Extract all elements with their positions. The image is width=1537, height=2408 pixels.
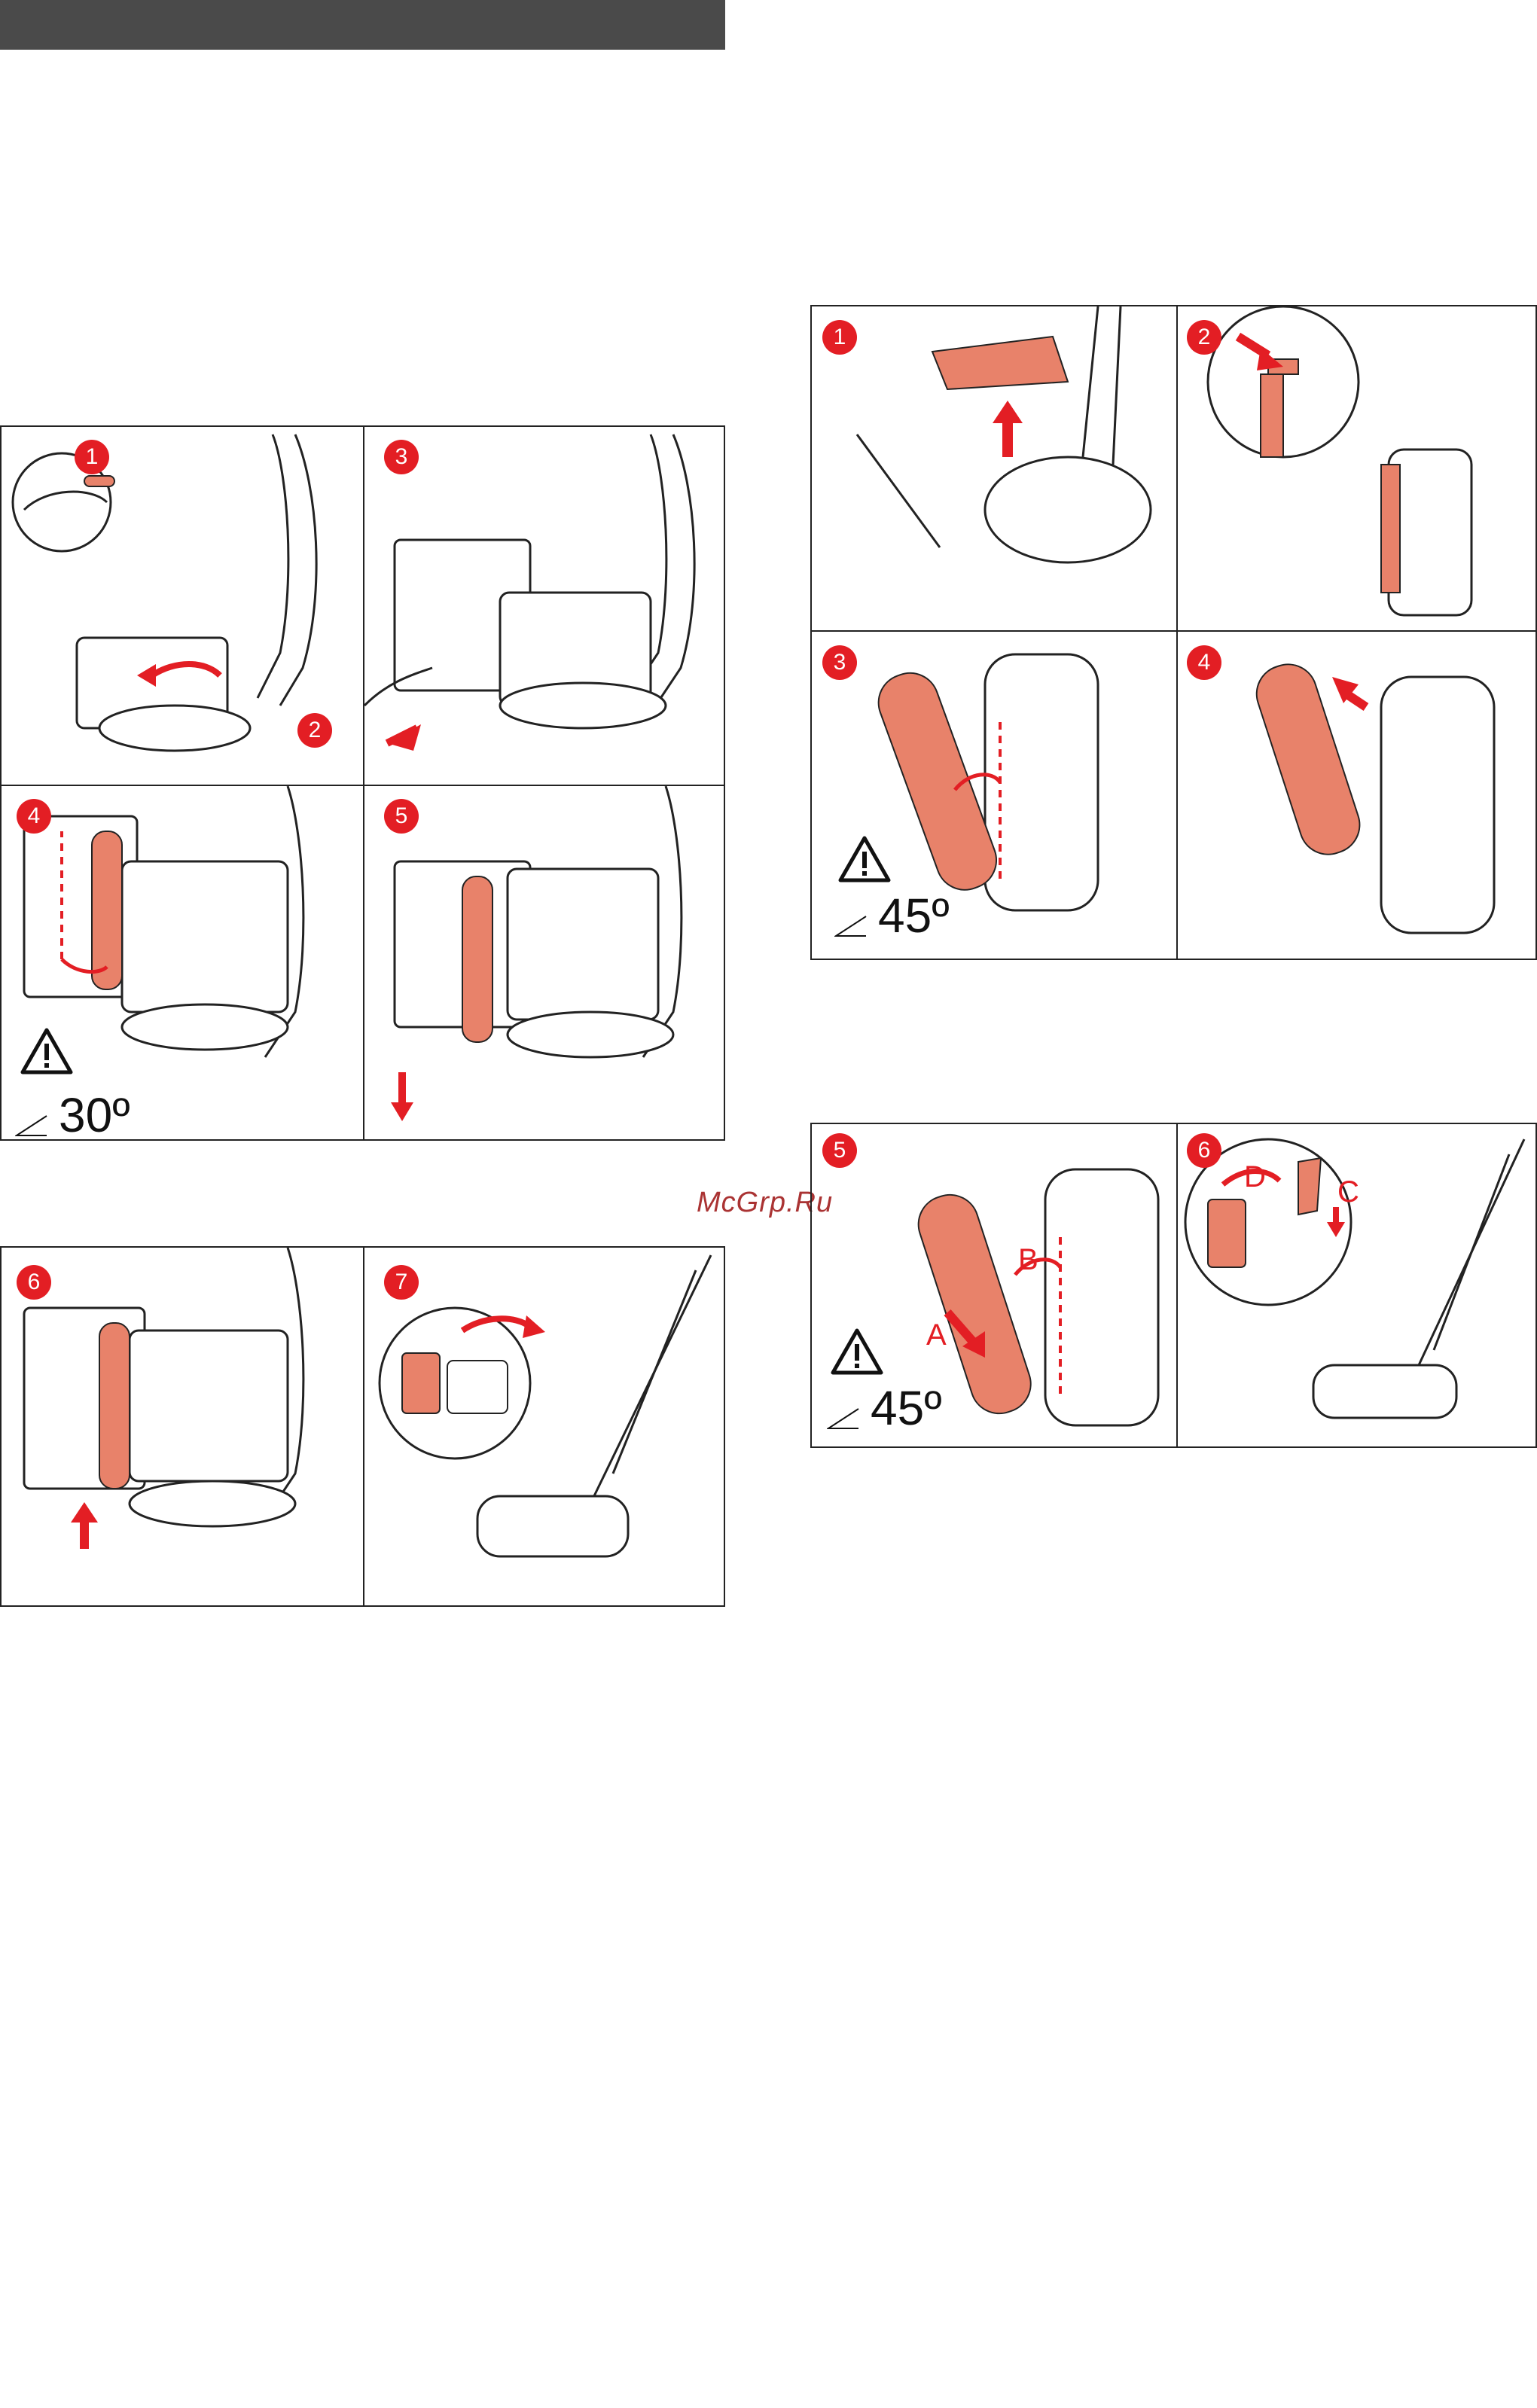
step-cell-1: 1 2 <box>2 427 363 785</box>
angle-label: 30º <box>15 1087 130 1139</box>
warning-icon <box>837 835 892 883</box>
brushbar-reinsert-illustration <box>364 786 725 1139</box>
step-badge: 5 <box>384 799 419 834</box>
vacuum-close-illustration <box>364 1248 725 1605</box>
filter-lift-out-illustration <box>812 306 1176 630</box>
step-badge: 4 <box>17 799 51 834</box>
label-d: D <box>1244 1160 1266 1194</box>
vacuum-release-latch-illustration <box>364 427 725 785</box>
warning-icon <box>830 1327 884 1376</box>
step-cell-5: A B 45º 5 <box>812 1124 1176 1446</box>
step-cell-3: 45º 3 <box>812 632 1176 959</box>
step-badge: 6 <box>17 1265 51 1300</box>
step-cell-2: 2 <box>1178 306 1535 630</box>
angle-value: 45º <box>871 1380 942 1436</box>
step-cell-4: 4 <box>1178 632 1535 959</box>
header-bar <box>0 0 725 50</box>
angle-label: 45º <box>834 888 950 943</box>
step-badge: 2 <box>297 713 332 748</box>
roller-latch-press-illustration <box>1178 306 1535 630</box>
left-step-grid-b: 6 7 <box>0 1246 725 1607</box>
step-badge: 3 <box>384 440 419 474</box>
step-cell-6: D C 6 <box>1178 1124 1535 1446</box>
step-badge: 5 <box>822 1133 857 1168</box>
step-cell-3: 3 <box>364 427 725 785</box>
step-cell-1: 1 <box>812 306 1176 630</box>
angle-icon <box>834 915 868 937</box>
step-badge: 3 <box>822 645 857 680</box>
angle-icon <box>15 1114 48 1137</box>
step-cell-4: 30º 4 <box>2 786 363 1139</box>
brushbar-remove-illustration <box>2 786 363 1139</box>
label-b: B <box>1018 1243 1038 1277</box>
label-c: C <box>1337 1175 1359 1209</box>
angle-value: 30º <box>59 1087 130 1139</box>
brushbar-install-illustration <box>2 1248 363 1605</box>
step-badge: 4 <box>1187 645 1221 680</box>
step-badge: 1 <box>75 440 109 474</box>
step-badge: 6 <box>1187 1133 1221 1168</box>
angle-value: 45º <box>878 888 950 943</box>
angle-label: 45º <box>827 1380 942 1436</box>
step-badge: 1 <box>822 320 857 355</box>
right-step-grid-b: A B 45º 5 D C 6 <box>810 1123 1537 1448</box>
label-a: A <box>926 1318 947 1352</box>
warning-icon <box>20 1027 74 1075</box>
step-badge: 2 <box>1187 320 1221 355</box>
step-cell-6: 6 <box>2 1248 363 1605</box>
filter-reinstall-illustration <box>1178 1124 1535 1446</box>
step-badge: 7 <box>384 1265 419 1300</box>
roller-pull-out-illustration <box>1178 632 1535 959</box>
angle-icon <box>827 1407 860 1430</box>
left-step-grid-a: 1 2 3 <box>0 425 725 1141</box>
step-cell-7: 7 <box>364 1248 725 1605</box>
step-cell-5: 5 <box>364 786 725 1139</box>
right-step-grid-a: 1 2 45º 3 <box>810 305 1537 960</box>
